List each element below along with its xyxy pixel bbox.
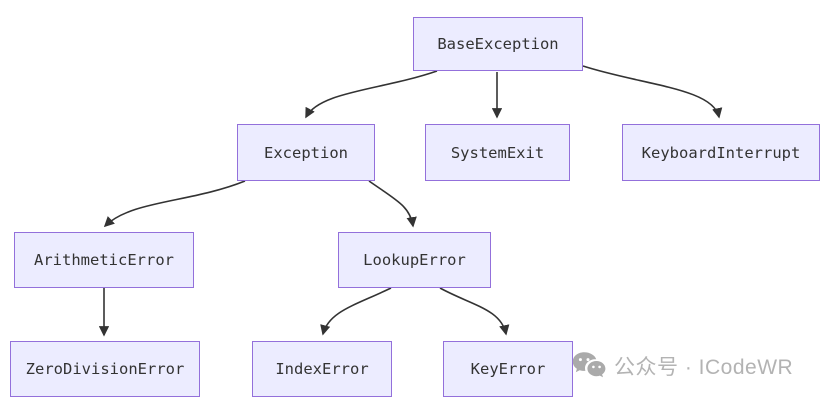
node-label: KeyboardInterrupt — [641, 143, 801, 162]
watermark: 公众号 · ICodeWR — [572, 351, 793, 381]
node-label: SystemExit — [450, 143, 545, 162]
wechat-icon — [572, 351, 606, 381]
node-zerodivisionerror: ZeroDivisionError — [10, 341, 200, 397]
node-arithmeticerror: ArithmeticError — [14, 232, 194, 288]
node-keyboardinterrupt: KeyboardInterrupt — [622, 124, 820, 181]
edge-lookuperror-indexerror — [320, 287, 392, 336]
node-label: LookupError — [363, 251, 466, 269]
edge-exception-arithmeticerror — [103, 180, 246, 228]
node-label: BaseException — [437, 35, 559, 53]
edge-baseexception-keyboardinterrupt — [582, 65, 723, 119]
edge-baseexception-exception — [305, 70, 438, 119]
node-label: IndexError — [275, 360, 369, 378]
node-label: ArithmeticError — [34, 251, 174, 269]
watermark-text: 公众号 · ICodeWR — [614, 356, 794, 379]
edge-lookuperror-keyerror — [439, 287, 510, 336]
node-label: KeyError — [470, 360, 546, 378]
node-keyerror: KeyError — [443, 341, 573, 397]
node-systemexit: SystemExit — [425, 124, 570, 181]
node-label: ZeroDivisionError — [25, 360, 185, 378]
node-exception: Exception — [237, 124, 375, 181]
edge-exception-lookuperror — [368, 180, 417, 228]
node-indexerror: IndexError — [252, 341, 392, 397]
node-lookuperror: LookupError — [338, 232, 491, 288]
node-baseexception: BaseException — [413, 17, 583, 71]
node-label: Exception — [264, 143, 348, 162]
